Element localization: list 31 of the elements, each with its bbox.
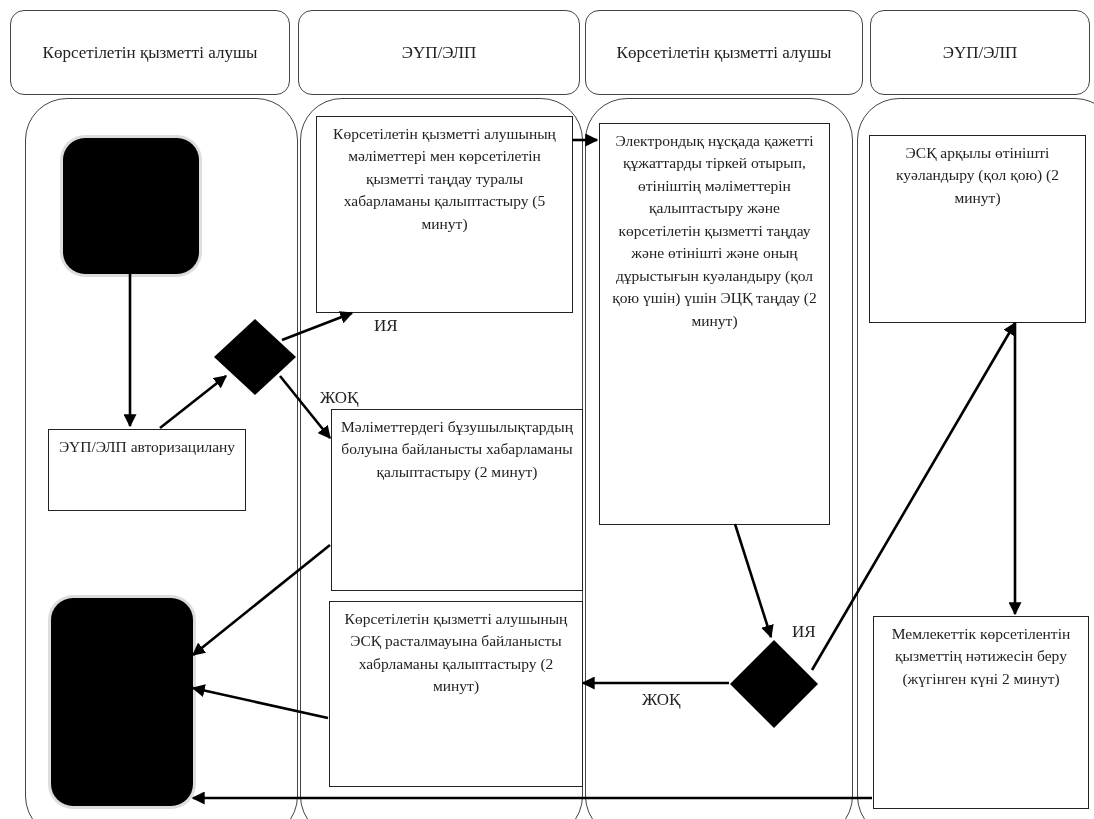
swimlane <box>300 98 583 819</box>
end-terminal <box>51 598 193 806</box>
process-box: ЭСҚ арқылы өтінішті куәландыру (қол қою) (2 минут) <box>869 135 1086 323</box>
arrow <box>572 133 599 147</box>
decision-diamond <box>213 318 297 396</box>
swimlane <box>585 98 853 819</box>
lane-header: Көрсетілетін қызметті алушы <box>585 10 863 95</box>
lane-header: ЭҮП/ЭЛП <box>870 10 1090 95</box>
arrow <box>191 684 329 720</box>
lane-header: Көрсетілетін қызметті алушы <box>10 10 290 95</box>
decision-diamond <box>729 639 819 729</box>
process-box: Электрондық нұсқада қажетті құжаттарды тіркей отырып, өтініштің мәліметтерін қалыптастыру және көрсетілетін қызметті таңдау және өтінішті және оның дұрыстығын куәландыру (қол қою үшін) үшін ЭЦҚ таңдау (2 минут) <box>599 123 830 525</box>
arrow <box>123 273 137 428</box>
arrow <box>581 676 729 690</box>
arrow <box>191 791 872 805</box>
process-box: ЭҮП/ЭЛП авторизацилану <box>48 429 246 511</box>
swimlane <box>25 98 298 819</box>
swimlane <box>857 98 1094 819</box>
process-box: Мәліметтердегі бұзушылықтардың болуына байланысты хабарламаны қалыптастыру (2 минут) <box>331 409 583 591</box>
arrow <box>159 374 227 430</box>
arrow <box>1008 323 1022 616</box>
process-box: Көрсетілетін қызметті алушының мәліметтері мен көрсетілетін қызметті таңдау туралы хабарламаны қалыптастыру (5 минут) <box>316 116 573 313</box>
arrow <box>281 311 354 342</box>
process-box: Мемлекеттік көрсетілентін қызметтің нәтижесін беру (жүгінген күні 2 минут) <box>873 616 1089 809</box>
arrow <box>192 544 331 656</box>
arrow <box>733 523 774 639</box>
lane-header: ЭҮП/ЭЛП <box>298 10 580 95</box>
arrow <box>810 321 1017 671</box>
process-box: Көрсетілетін қызметті алушының ЭСҚ расталмауына байланысты хабрламаны қалыптастыру (2 минут) <box>329 601 583 787</box>
start-terminal <box>63 138 199 274</box>
arrow <box>279 375 331 439</box>
